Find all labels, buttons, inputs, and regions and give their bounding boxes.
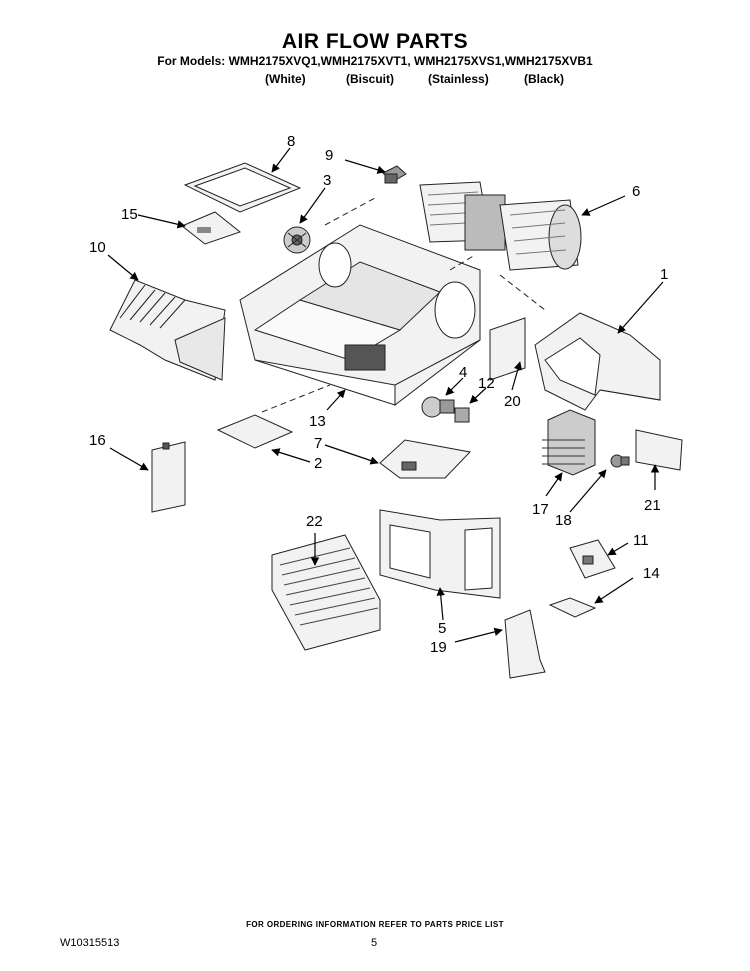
page-title: AIR FLOW PARTS [281,30,469,53]
callout-3: 3 [323,172,331,189]
callout-22: 22 [306,513,323,530]
callout-17: 17 [532,501,549,518]
part-thermal-switch [610,454,630,468]
part-base-housing [239,224,481,407]
part-cover-plate [216,414,294,449]
callout-4: 4 [459,364,467,381]
callout-2: 2 [314,455,322,472]
page-number: 5 [371,937,378,949]
callout-19: 19 [430,639,447,656]
callout-6: 6 [632,183,640,200]
part-grille [271,534,381,651]
part-filter-frame [183,162,302,213]
part-insulator [489,317,526,381]
callout-15: 15 [121,206,138,223]
part-light-cover [379,439,472,479]
part-plate [181,211,242,245]
part-lamp [421,396,455,418]
ordering-note: FOR ORDERING INFORMATION REFER TO PARTS … [246,920,504,929]
variant-biscuit: (Biscuit) [346,72,394,86]
part-control-board [569,539,616,579]
part-socket [454,407,470,423]
variant-black: (Black) [524,72,565,86]
part-small-fan [283,226,311,254]
callout-9: 9 [325,147,333,164]
part-vent [504,609,546,679]
callout-14: 14 [643,565,660,582]
callout-5: 5 [438,620,446,637]
models-line: For Models: WMH2175XVQ1,WMH2175XVT1, WMH… [157,54,593,68]
callout-18: 18 [555,512,572,529]
document-number: W10315513 [60,937,120,949]
callout-10: 10 [89,239,106,256]
part-bracket-21 [635,429,683,471]
part-door-frame [379,509,501,599]
callout-13: 13 [309,413,326,430]
part-blower-assembly [419,181,582,271]
callout-21: 21 [644,497,661,514]
part-connector [382,165,407,184]
part-bracket [151,441,186,513]
part-transformer [542,409,596,476]
part-duct [109,279,226,381]
part-air-guide [534,312,661,411]
callout-8: 8 [287,133,295,150]
callout-leaders [107,147,664,643]
variant-stainless: (Stainless) [428,72,489,86]
callout-12: 12 [478,375,495,392]
part-latch [548,597,597,618]
callout-1: 1 [660,266,668,283]
callout-20: 20 [504,393,521,410]
callout-7: 7 [314,435,322,452]
callout-11: 11 [633,532,649,549]
callout-labels: 8 9 3 6 15 10 1 4 12 13 20 16 7 2 17 18 … [89,133,668,656]
variant-white: (White) [265,72,306,86]
callout-16: 16 [89,432,106,449]
